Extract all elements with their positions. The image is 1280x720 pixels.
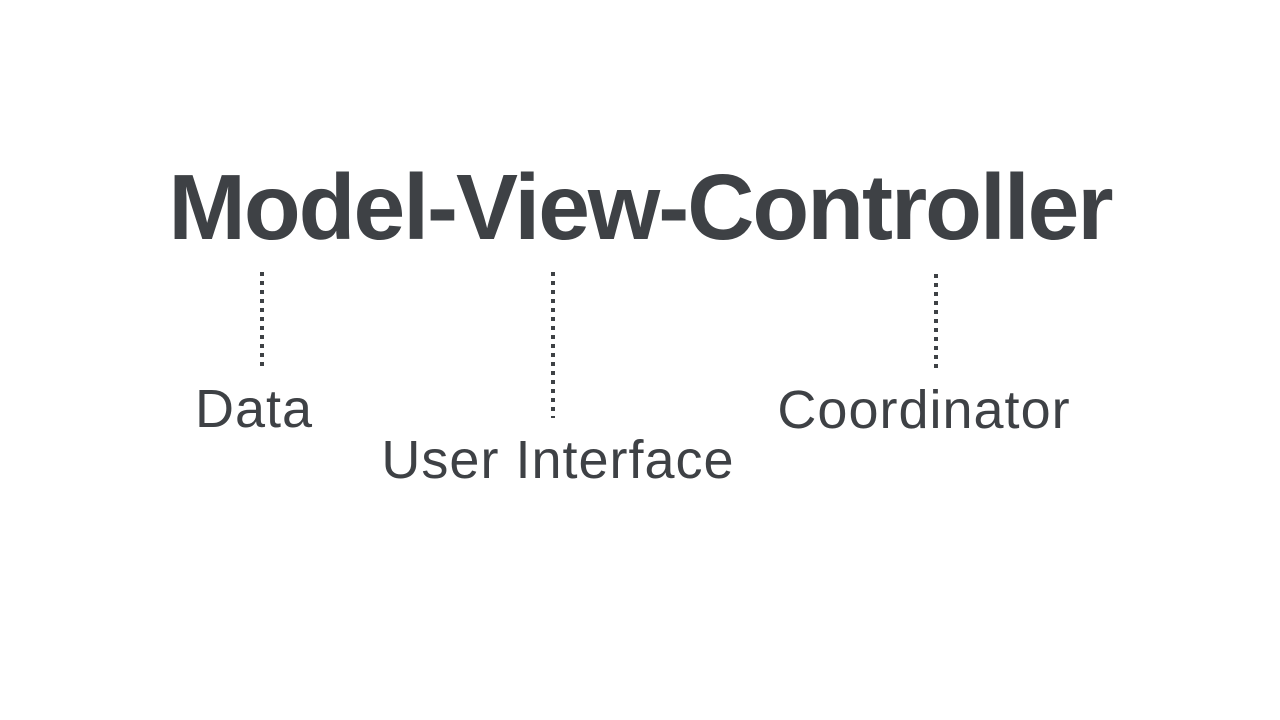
controller-connector-dotted-line — [934, 274, 938, 372]
model-annotation-label: Data — [194, 379, 314, 439]
view-connector-dotted-line — [551, 272, 555, 418]
view-annotation-label: User Interface — [381, 430, 735, 490]
model-connector-dotted-line — [260, 272, 264, 370]
controller-annotation-label: Coordinator — [777, 380, 1071, 440]
page-title: Model-View-Controller — [168, 155, 1113, 259]
